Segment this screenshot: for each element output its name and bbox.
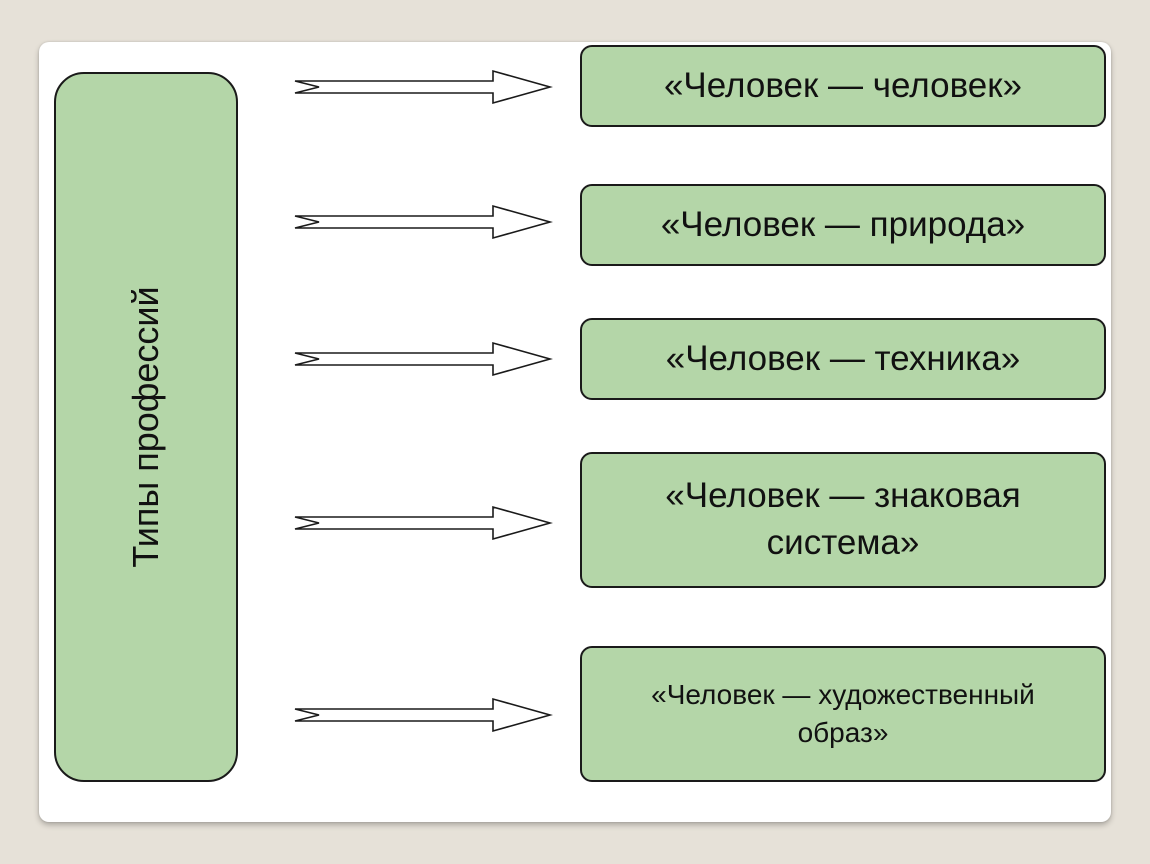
arrow-to-type-2 xyxy=(294,204,553,240)
type-box-human-artistic-image: «Человек — художественный образ» xyxy=(580,646,1106,782)
arrow-to-type-3 xyxy=(294,341,553,377)
type-label-human-nature: «Человек — природа» xyxy=(660,205,1026,244)
type-box-human-technology: «Человек — техника» xyxy=(580,318,1106,400)
type-label-human-technology: «Человек — техника» xyxy=(665,339,1021,378)
profession-types-label: Типы профессий xyxy=(125,286,166,568)
type-box-human-sign-system: «Человек — знаковая система» xyxy=(580,452,1106,588)
type-box-human-human: «Человек — человек» xyxy=(580,45,1106,127)
type-box-human-nature: «Человек — природа» xyxy=(580,184,1106,266)
arrow-to-type-5 xyxy=(294,697,553,733)
arrow-to-type-1 xyxy=(294,69,553,105)
arrow-to-type-4 xyxy=(294,505,553,541)
type-label-human-sign-system: «Человек — знаковая система» xyxy=(665,476,1021,562)
type-label-human-artistic-image: «Человек — художественный образ» xyxy=(651,679,1035,748)
type-label-human-human: «Человек — человек» xyxy=(663,66,1023,105)
profession-types-box xyxy=(54,72,238,782)
